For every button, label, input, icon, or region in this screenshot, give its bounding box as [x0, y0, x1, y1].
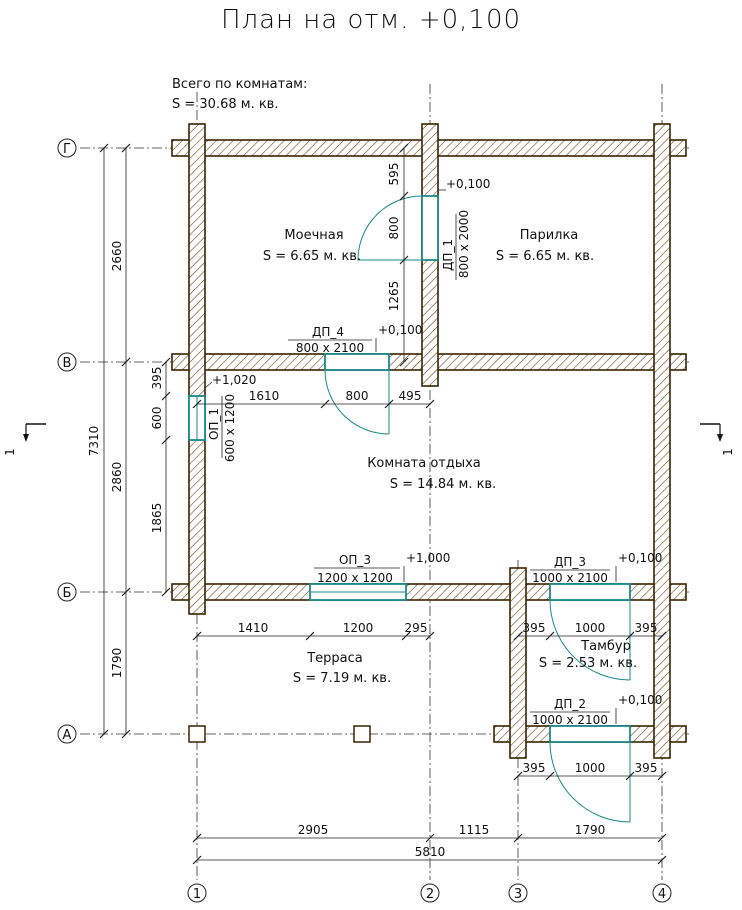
- op1-size: 600 x 1200: [223, 394, 237, 462]
- dim-1410: 1410: [238, 621, 269, 635]
- dim-7310: 7310: [87, 426, 101, 457]
- room-moechnaya-name: Моечная: [284, 228, 343, 243]
- dp3-mark: ДП_3: [554, 555, 586, 569]
- room-otdykh-name: Комната отдыха: [367, 456, 481, 471]
- dp1-dimensions: 595 800 1265: [387, 143, 409, 367]
- dp1-mark: ДП_1: [441, 239, 455, 271]
- left-dimensions: 7310 2660 2860 1790 395 600 1865: [87, 143, 171, 739]
- axis-bubbles: 1 2 3 4 Г В Б А: [57, 138, 672, 903]
- dim-395-vert: 395: [150, 367, 164, 390]
- dp1-label: ДП_1 800 x 2000 +0,100: [438, 177, 490, 280]
- dp1-level: +0,100: [446, 177, 490, 191]
- op3-mark: ОП_3: [339, 553, 371, 567]
- dim-2905: 2905: [298, 823, 329, 837]
- dp1-size: 800 x 2000: [457, 210, 471, 278]
- op3-label: ОП_3 1200 x 1200 +1,000: [314, 551, 450, 585]
- section-marks: 1 1: [3, 423, 735, 456]
- dp2-level: +0,100: [618, 693, 662, 707]
- tambur-bottom-dimensions: 395 1000 395: [513, 761, 667, 781]
- axis-3-label: 3: [514, 887, 522, 902]
- summary-label: Всего по комнатам:: [172, 77, 307, 92]
- dim-800-horiz: 800: [346, 389, 369, 403]
- dim-1610: 1610: [249, 389, 280, 403]
- op1-label: ОП_1 600 x 1200 +1,020: [204, 373, 256, 462]
- dim-295: 295: [405, 621, 428, 635]
- section-mark-right: 1: [721, 448, 735, 456]
- openings: [188, 195, 631, 823]
- room-parilka-area: S = 6.65 м. кв.: [496, 249, 594, 264]
- dim-2860: 2860: [110, 462, 124, 493]
- axis-g-label: Г: [63, 142, 71, 157]
- tambur-dim-395-b: 395: [635, 621, 658, 635]
- room-tambur-area: S = 2.53 м. кв.: [539, 656, 637, 671]
- room-moechnaya-area: S = 6.65 м. кв.: [263, 249, 361, 264]
- dp2-size: 1000 x 2100: [532, 713, 608, 727]
- dim-1790-left: 1790: [110, 648, 124, 679]
- dp2-label: ДП_2 1000 x 2100 +0,100: [530, 693, 662, 727]
- dim-5810: 5810: [415, 845, 446, 859]
- op3-size: 1200 x 1200: [317, 571, 393, 585]
- dp2-mark: ДП_2: [554, 697, 586, 711]
- op1-level: +1,020: [212, 373, 256, 387]
- dp4-level: +0,100: [378, 323, 422, 337]
- room-terrasa-area: S = 7.19 м. кв.: [293, 671, 391, 686]
- plan-title: План на отм. +0,100: [221, 5, 521, 35]
- dp3-size: 1000 x 2100: [532, 571, 608, 585]
- axis-4-label: 4: [658, 887, 666, 902]
- summary-area: S = 30.68 м. кв.: [172, 97, 278, 112]
- op3-level: +1,000: [406, 551, 450, 565]
- tambur-dim-1000-a: 1000: [575, 621, 606, 635]
- axis-2-label: 2: [426, 887, 434, 902]
- op3-dimensions: 1410 1200 295: [192, 621, 435, 641]
- room-terrasa-name: Терраса: [306, 651, 363, 666]
- dim-1865: 1865: [150, 503, 164, 534]
- axis-v-label: В: [63, 356, 72, 371]
- bottom-dimensions: 2905 1115 1790 5810: [192, 823, 667, 865]
- dim-1200: 1200: [343, 621, 374, 635]
- dim-595: 595: [387, 163, 401, 186]
- dim-2660: 2660: [110, 241, 124, 272]
- dp4-mark: ДП_4: [312, 325, 344, 339]
- room-otdykh-area: S = 14.84 м. кв.: [390, 477, 496, 492]
- dp4-label: ДП_4 800 x 2100 +0,100: [288, 323, 422, 355]
- dim-495: 495: [399, 389, 422, 403]
- tambur-dim-395-c: 395: [523, 761, 546, 775]
- dp3-level: +0,100: [618, 551, 662, 565]
- axis-b-label: Б: [63, 586, 72, 601]
- tambur-dim-395-a: 395: [523, 621, 546, 635]
- dp4-dimensions: 1610 800 495: [192, 389, 435, 409]
- dim-600-vert: 600: [150, 407, 164, 430]
- dim-800-vert: 800: [387, 217, 401, 240]
- axis-a-label: А: [63, 728, 72, 743]
- op1-mark: ОП_1: [207, 408, 221, 440]
- section-mark-left: 1: [3, 448, 17, 456]
- axis-1-label: 1: [193, 887, 201, 902]
- dim-1115: 1115: [459, 823, 490, 837]
- tambur-dim-395-d: 395: [635, 761, 658, 775]
- dp3-label: ДП_3 1000 x 2100 +0,100: [530, 551, 662, 585]
- dim-1790-bottom: 1790: [575, 823, 606, 837]
- room-tambur-name: Тамбур: [580, 639, 631, 654]
- tambur-dim-1000-b: 1000: [575, 761, 606, 775]
- dim-1265: 1265: [387, 281, 401, 312]
- dp4-size: 800 x 2100: [296, 341, 364, 355]
- tambur-top-dimensions: 395 1000 395: [513, 621, 667, 641]
- room-parilka-name: Парилка: [520, 228, 579, 243]
